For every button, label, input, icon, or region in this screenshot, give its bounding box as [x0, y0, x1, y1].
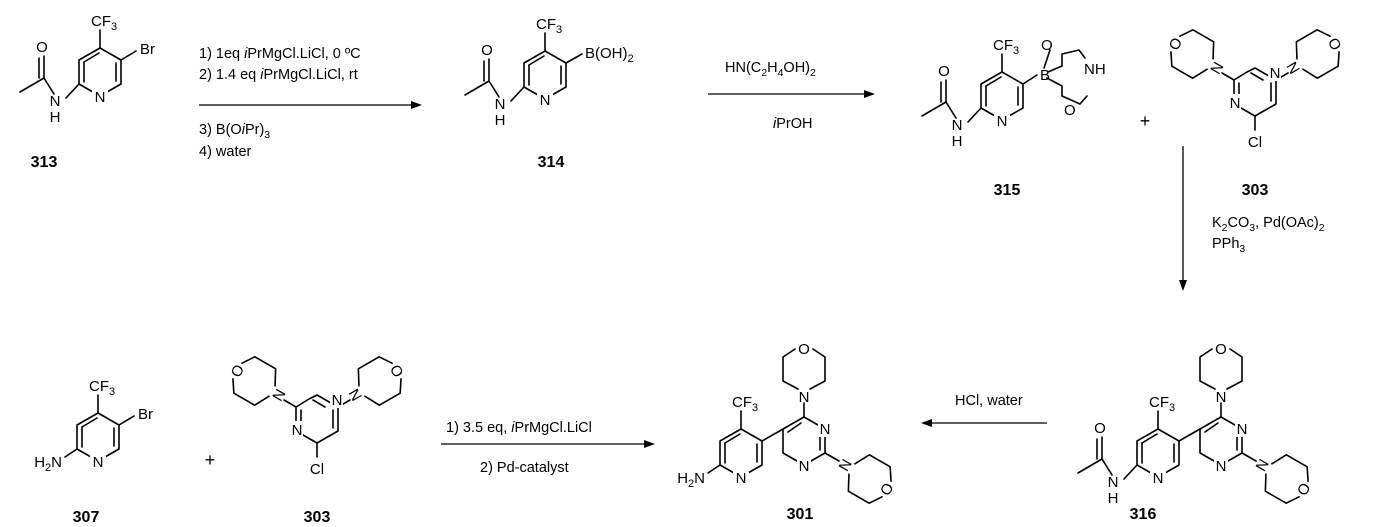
condition-2-reagent: HN(C2H4OH)2 [725, 60, 816, 79]
step-2: HN(C2H4OH)2 iPrOH [708, 60, 875, 132]
svg-text:O: O [1064, 102, 1076, 119]
compound-303-bottom: 303 [220, 349, 414, 526]
compound-label-315: 315 [994, 182, 1021, 199]
compound-303-top: 303 [1158, 22, 1352, 199]
compound-label-313: 313 [31, 154, 58, 171]
condition-5-line2: 2) Pd-catalyst [480, 460, 569, 476]
compound-label-303-bottom: 303 [304, 509, 331, 526]
compound-316: 316 [1077, 341, 1321, 523]
compound-label-301: 301 [787, 506, 814, 523]
step-3: K2CO3, Pd(OAc)2 PPh3 [1179, 146, 1325, 291]
compound-315: B O O NH 315 [921, 36, 1106, 199]
step-1: 1) 1eq iPrMgCl.LiCl, 0 ºC 2) 1.4 eq iPrM… [199, 46, 422, 160]
condition-1-line2: 2) 1.4 eq iPrMgCl.LiCl, rt [199, 67, 358, 83]
plus-sign-top: + [1140, 111, 1151, 131]
compound-301: 301 [676, 341, 904, 523]
svg-text:NH: NH [1084, 61, 1106, 78]
condition-1-line3: 3) B(OiPr)3 [199, 122, 270, 141]
svg-text:Br: Br [140, 41, 155, 58]
compound-label-303-top: 303 [1242, 182, 1269, 199]
compound-label-307: 307 [73, 509, 100, 526]
compound-313: Br 313 [19, 12, 155, 171]
condition-2-solvent: iPrOH [773, 116, 812, 132]
svg-text:B: B [1040, 67, 1050, 84]
condition-3-line2: PPh3 [1212, 236, 1245, 255]
condition-3-line1: K2CO3, Pd(OAc)2 [1212, 215, 1325, 234]
compound-label-316: 316 [1130, 506, 1157, 523]
condition-5-line1: 1) 3.5 eq, iPrMgCl.LiCl [446, 420, 592, 436]
compound-307: Br 307 [33, 377, 153, 526]
step-4: HCl, water [921, 393, 1047, 427]
svg-text:O: O [1041, 37, 1053, 54]
condition-4: HCl, water [955, 393, 1023, 409]
compound-314: B(OH)2 314 [464, 15, 634, 171]
svg-text:Br: Br [138, 406, 153, 423]
svg-text:B(OH)2: B(OH)2 [585, 45, 634, 65]
step-5: 1) 3.5 eq, iPrMgCl.LiCl 2) Pd-catalyst [441, 420, 655, 476]
compound-label-314: 314 [538, 154, 565, 171]
condition-1-line1: 1) 1eq iPrMgCl.LiCl, 0 ºC [199, 46, 361, 62]
plus-sign-bottom: + [205, 450, 216, 470]
condition-1-line4: 4) water [199, 144, 252, 160]
